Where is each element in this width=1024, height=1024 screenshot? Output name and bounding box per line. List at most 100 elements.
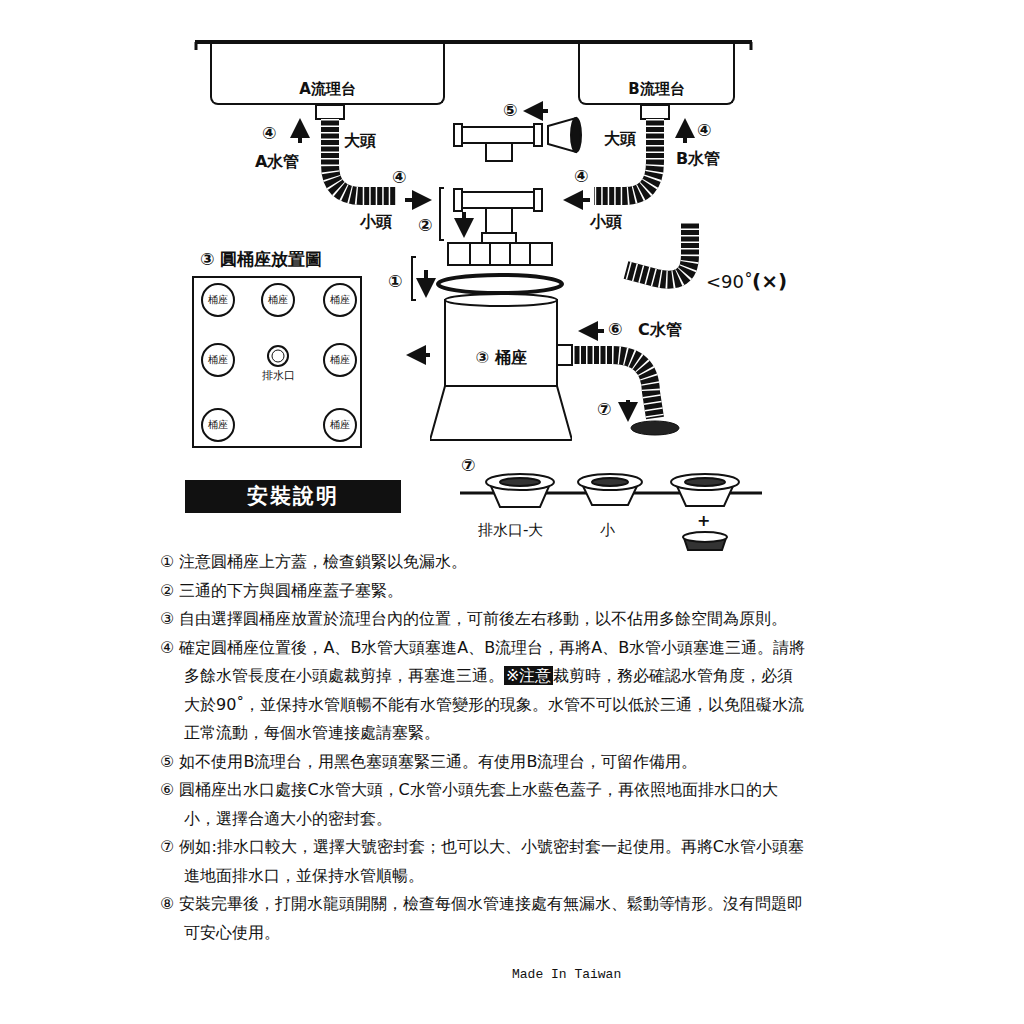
sink-box: A流理台 — [210, 44, 445, 105]
seat-circle: 桶座 — [201, 408, 235, 442]
sink-outlet — [316, 105, 669, 119]
corrugated-hose — [594, 119, 655, 196]
corrugated-hose — [626, 222, 690, 280]
black-plug — [571, 118, 581, 152]
section-band: 安裝說明 — [185, 480, 401, 513]
floor-drains — [486, 474, 554, 490]
bucket-lid — [489, 243, 491, 265]
part-label: B水管 — [676, 150, 720, 168]
black-plug — [548, 118, 581, 152]
footer-note: Made In Taiwan — [512, 968, 621, 982]
instruction-item: ② 三通的下方與圓桶座蓋子塞緊。 — [160, 577, 808, 606]
instruction-list: ① 注意圓桶座上方蓋，檢查鎖緊以免漏水。 ② 三通的下方與圓桶座蓋子塞緊。 ③ 自由… — [160, 548, 808, 947]
node-label: 桶座 — [325, 285, 355, 315]
seat-circle: 桶座 — [261, 283, 295, 317]
callout-number: ⑥ — [608, 320, 622, 339]
node-label: 桶座 — [325, 410, 355, 440]
instruction-arrow — [298, 122, 302, 143]
instruction-item: ⑤ 如不使用B流理台，用黑色塞頭塞緊三通。有使用B流理台，可留作備用。 — [160, 748, 808, 777]
callout-number: ⑦ — [461, 456, 475, 475]
sink-box: B流理台 — [578, 44, 735, 105]
corrugated-hose — [594, 119, 655, 196]
tee-fitting — [458, 127, 538, 143]
tee-fitting — [534, 124, 542, 146]
bucket-rim — [445, 294, 557, 306]
bucket-lid — [448, 243, 552, 265]
bucket-body — [430, 300, 572, 440]
floor-drains — [592, 478, 628, 486]
bucket-seam — [445, 385, 557, 387]
drain-hole: 排水口 — [256, 344, 300, 383]
corrugated-hose — [330, 119, 396, 196]
callout-number: ⑦ — [597, 400, 611, 419]
floor-drains — [460, 474, 762, 550]
callout-number: ⑤ — [503, 101, 517, 120]
instruction-text: ⑥ 圓桶座出水口處接C水管大頭，C水管小頭先套上水藍色蓋子，再依照地面排水口的大… — [160, 780, 778, 828]
counter-top — [750, 42, 753, 50]
corrugated-hose — [573, 355, 655, 418]
tee-fitting — [458, 192, 538, 208]
bracket — [412, 257, 416, 300]
node-label: A流理台 — [212, 80, 443, 99]
tee-fitting — [454, 189, 462, 211]
panel-heading: ③ 圓桶座放置圖 — [192, 248, 362, 274]
part-label: 小頭 — [590, 213, 622, 231]
callout-number: ④ — [574, 167, 588, 186]
instruction-text: ① 注意圓桶座上方蓋，檢查鎖緊以免漏水。 — [160, 552, 467, 571]
node-label: 桶座 — [203, 410, 233, 440]
drain-ring — [268, 346, 288, 366]
seat-circle: 桶座 — [323, 408, 357, 442]
bucket-lid — [469, 243, 471, 265]
callout-number: ① — [388, 272, 402, 291]
placement-panel: 桶座桶座桶座桶座排水口桶座桶座桶座③ 圓桶座放置圖 — [192, 248, 362, 448]
drain-cap — [631, 421, 679, 435]
instruction-arrow — [462, 212, 466, 234]
instruction-text: ② 三通的下方與圓桶座蓋子塞緊。 — [160, 581, 403, 600]
instruction-item: ③ 自由選擇圓桶座放置於流理台內的位置，可前後左右移動，以不佔用多餘空間為原則。 — [160, 605, 808, 634]
bucket-lid — [509, 243, 511, 265]
callout-number: ② — [418, 216, 432, 235]
caution-tag: ※注意 — [504, 666, 553, 685]
bucket-lid — [482, 233, 516, 243]
tee-fitting — [486, 208, 512, 234]
node-label: 桶座 — [203, 285, 233, 315]
callout-number: + — [697, 512, 710, 530]
instruction-item: ⑥ 圓桶座出水口處接C水管大頭，C水管小頭先套上水藍色蓋子，再依照地面排水口的大… — [160, 776, 808, 833]
part-label: C水管 — [638, 321, 682, 339]
instruction-arrow — [410, 353, 430, 357]
part-label: 排水口-大 — [478, 522, 543, 539]
node-label: 桶座 — [263, 285, 293, 315]
instruction-item: ① 注意圓桶座上方蓋，檢查鎖緊以免漏水。 — [160, 548, 808, 577]
sink-outlet — [641, 105, 669, 119]
instruction-arrow — [424, 270, 428, 294]
tee-fitting — [454, 124, 542, 234]
tee-fitting — [454, 124, 462, 146]
bucket-lid — [529, 243, 531, 265]
node-label: 安裝說明 — [185, 480, 401, 513]
instruction-text: ③ 自由選擇圓桶座放置於流理台內的位置，可前後左右移動，以不佔用多餘空間為原則。 — [160, 609, 787, 628]
instruction-arrow — [626, 400, 630, 418]
instruction-item: ⑧ 安裝完畢後，打開水龍頭開關，檢查每個水管連接處有無漏水、鬆動等情形。沒有問題… — [160, 890, 808, 947]
part-label: 大頭 — [604, 130, 636, 148]
instruction-arrow — [683, 122, 687, 143]
floor-drains — [500, 478, 540, 486]
bucket-lid — [438, 275, 562, 293]
node-label: 排水口 — [256, 368, 300, 383]
drain-hole-symbol — [266, 344, 290, 368]
instruction-arrow — [527, 109, 548, 113]
instruction-text: ⑧ 安裝完畢後，打開水龍頭開關，檢查每個水管連接處有無漏水、鬆動等情形。沒有問題… — [160, 894, 803, 942]
instruction-text: ⑦ 例如:排水口較大，選擇大號密封套；也可以大、小號密封套一起使用。再將C水管小… — [160, 837, 804, 885]
callout-number: 小 — [600, 522, 615, 539]
part-label: A水管 — [255, 153, 299, 171]
callout-number: ④ — [262, 124, 276, 143]
seat-circle: 桶座 — [201, 283, 235, 317]
node-label: 桶座 — [203, 345, 233, 375]
part-label: (×) — [752, 270, 787, 292]
corrugated-hose — [573, 355, 655, 418]
drain-ring — [272, 350, 284, 362]
node-label: 桶座 — [325, 345, 355, 375]
seat-circle: 桶座 — [323, 283, 357, 317]
callout-number: ④ — [392, 168, 406, 187]
